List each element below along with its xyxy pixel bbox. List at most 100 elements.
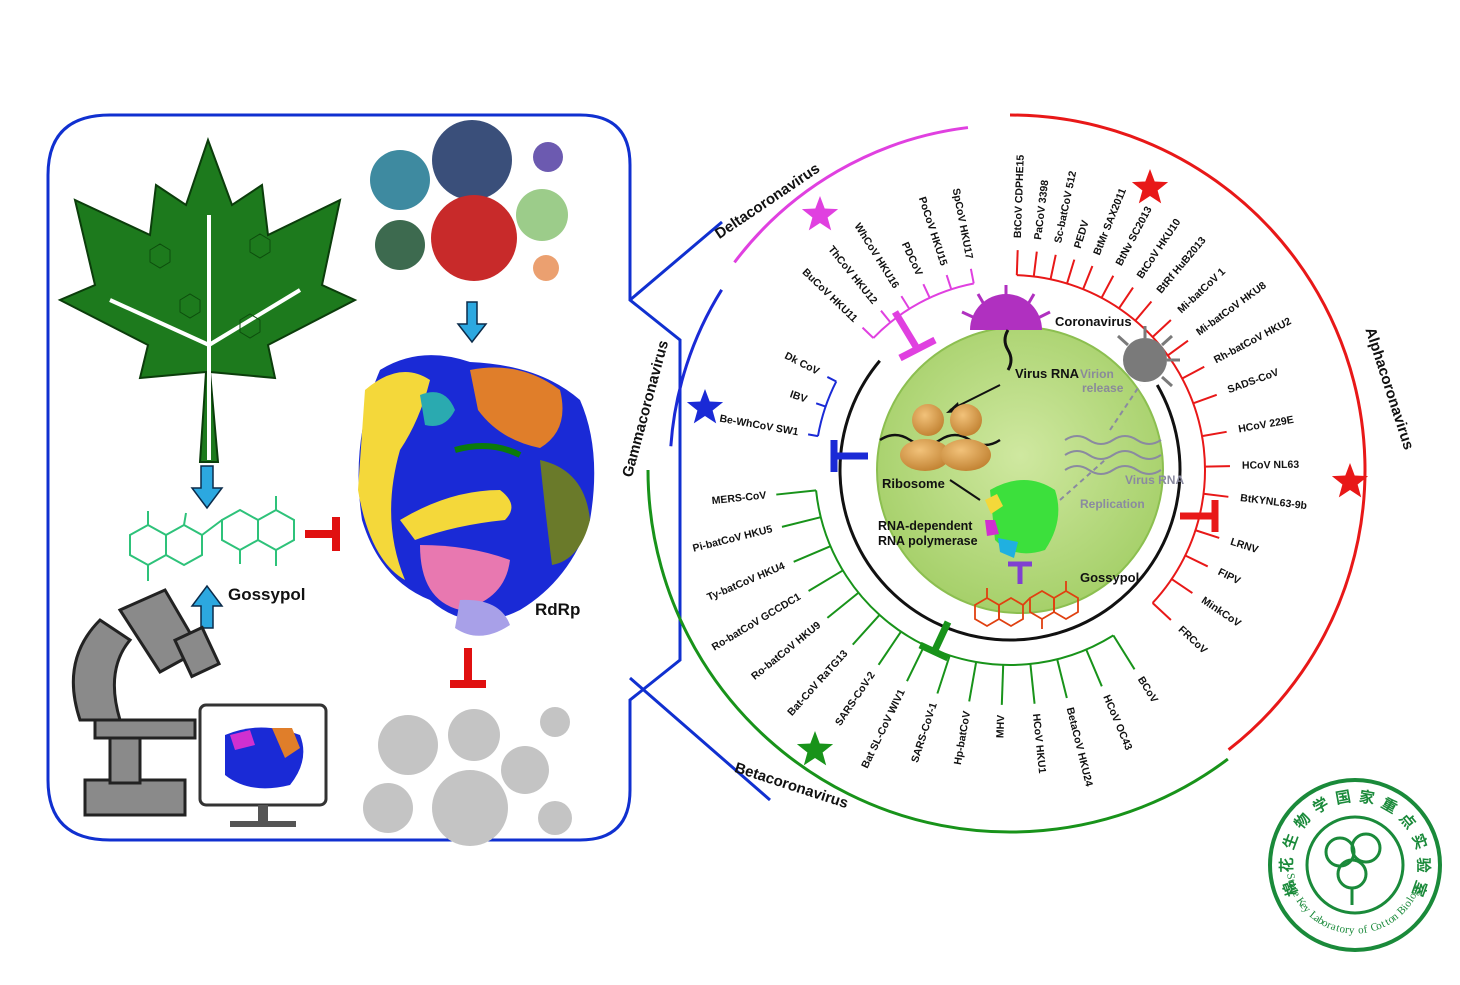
leaf-branch bbox=[1192, 393, 1218, 405]
leaf-label: IBV bbox=[788, 388, 808, 405]
logo-english-char: t bbox=[1383, 916, 1392, 928]
leaf-branch bbox=[969, 268, 975, 284]
coronavirus-label: Coronavirus bbox=[1055, 314, 1132, 329]
logo-english-char: o bbox=[1358, 924, 1365, 936]
leaf-branch bbox=[936, 655, 951, 694]
rdrp-small-icon bbox=[985, 480, 1059, 558]
logo-english-char: t bbox=[1288, 886, 1300, 893]
rdrp-label: RdRp bbox=[535, 600, 580, 619]
replication-label: Replication bbox=[1080, 497, 1145, 511]
inactive-virus-cluster-icon bbox=[363, 707, 572, 846]
leaf-label: PDCoV bbox=[899, 240, 925, 277]
leaf-branch bbox=[1066, 259, 1076, 284]
star-icon bbox=[801, 196, 839, 231]
leaf-branch bbox=[880, 310, 892, 323]
logo-english-char: i bbox=[1399, 902, 1410, 912]
star-icon bbox=[1131, 169, 1169, 204]
leaf-label: LRNV bbox=[1229, 536, 1260, 556]
leaf-branch bbox=[877, 631, 902, 666]
logo-english-char: e bbox=[1290, 889, 1303, 899]
leaf-label: Hp-batCoV bbox=[952, 710, 973, 766]
leaf-label: HCoV HKU1 bbox=[1030, 713, 1048, 774]
logo-chinese-char: 验 bbox=[1415, 857, 1433, 873]
leaf-label: MERS-CoV bbox=[711, 489, 767, 507]
logo-english-char: o bbox=[1401, 898, 1414, 910]
arrow-up-icon bbox=[190, 584, 224, 629]
leaf-branch bbox=[1085, 649, 1103, 687]
dashed-arrow-icon bbox=[1059, 384, 1141, 501]
inhibitor-icon bbox=[450, 648, 486, 688]
cotton-boll-icon bbox=[1324, 832, 1382, 905]
coronavirus-icon bbox=[961, 285, 1051, 371]
rna-strands-icon bbox=[1064, 435, 1162, 475]
leaf-branch bbox=[900, 295, 911, 310]
logo-chinese-char: 国 bbox=[1334, 787, 1352, 807]
gossypol-structure-icon bbox=[129, 496, 295, 581]
virus-lifecycle-cell: Coronavirus Virus RNA Virion release bbox=[876, 285, 1184, 629]
leaf-branch bbox=[1151, 319, 1172, 338]
clade-arc bbox=[872, 282, 974, 339]
logo-english-char: o bbox=[1386, 913, 1398, 926]
gossypol-small-icon bbox=[974, 581, 1079, 629]
genus-arc-delta bbox=[733, 126, 969, 264]
leaf-label: BtCoV CDPHE15 bbox=[1012, 154, 1027, 238]
leaf-label: Pi-batCoV HKU5 bbox=[692, 523, 774, 554]
connector-top bbox=[629, 220, 723, 302]
logo-english-char: o bbox=[1320, 917, 1331, 930]
virus-cluster-icon bbox=[370, 120, 568, 281]
clade-arc bbox=[816, 381, 838, 437]
leaf-branch bbox=[906, 644, 926, 682]
leaf-branch bbox=[815, 402, 826, 408]
logo-english-char: e bbox=[1297, 900, 1310, 911]
virus-rna-mid-label: Virus RNA bbox=[1125, 473, 1184, 487]
genus-arcs bbox=[646, 113, 1367, 834]
leaf-branch bbox=[922, 283, 931, 299]
star-icon bbox=[796, 731, 834, 766]
leaf-label: BtKYNL63-9b bbox=[1240, 492, 1308, 512]
arrow-down-icon bbox=[456, 301, 488, 344]
leaf-label: PoCoV HKU15 bbox=[916, 195, 950, 267]
leaf-label: FIPV bbox=[1216, 566, 1242, 587]
leaf-lines bbox=[776, 250, 1230, 705]
tree-backbone bbox=[838, 359, 1182, 642]
logo-chinese-char: 花 bbox=[1278, 857, 1296, 872]
leaf-label: SADS-CoV bbox=[1226, 366, 1281, 396]
genus-arc-alpha bbox=[1009, 113, 1367, 751]
inhibitor-icon bbox=[918, 620, 952, 662]
leaf-label: Rh-batCoV HKU2 bbox=[1212, 315, 1293, 366]
leaf-label: Dk CoV bbox=[783, 350, 822, 378]
rdrp-line2-label: RNA polymerase bbox=[878, 534, 978, 548]
leaf-label: Be-WhCoV SW1 bbox=[719, 413, 800, 439]
clade-arc bbox=[1016, 274, 1206, 604]
leaf-branch bbox=[776, 489, 817, 496]
left-panel: Gossypol RdRp bbox=[46, 113, 771, 846]
leaf-label: HCoV OC43 bbox=[1100, 693, 1134, 752]
release-label: release bbox=[1082, 381, 1124, 395]
logo-english-char: r bbox=[1325, 919, 1333, 932]
monitor-icon bbox=[198, 703, 328, 827]
logo-english-char: f bbox=[1363, 923, 1369, 935]
logo-chinese-char: 棉 bbox=[1280, 878, 1302, 898]
leaf-branch bbox=[1181, 365, 1205, 380]
logo-english-char: o bbox=[1339, 923, 1347, 936]
logo-chinese-char: 生 bbox=[1280, 831, 1302, 851]
logo-english-char: y bbox=[1349, 924, 1356, 936]
leaf-label: MinkCoV bbox=[1199, 595, 1243, 630]
inhibitor-icon bbox=[305, 517, 340, 551]
star-icon bbox=[1331, 463, 1369, 498]
inhibitor-icon bbox=[1180, 500, 1219, 532]
logo-english-char: S bbox=[1284, 872, 1297, 880]
logo-english-char: o bbox=[1374, 919, 1384, 932]
leaf-branch bbox=[1112, 634, 1136, 670]
leaf-branch bbox=[1134, 300, 1153, 322]
logo-english-char: a bbox=[1312, 912, 1323, 925]
logo-english-char: C bbox=[1369, 921, 1380, 935]
arrow-down-icon bbox=[190, 465, 224, 510]
phylogenetic-tree: AlphacoronavirusBetacoronavirusGammacoro… bbox=[619, 113, 1417, 834]
leaf-branch bbox=[1000, 664, 1005, 705]
leaf-label: HCoV 229E bbox=[1237, 414, 1294, 436]
leaf-label: HCoV NL63 bbox=[1242, 459, 1300, 472]
leaf-label: BetaCoV HKU24 bbox=[1064, 706, 1095, 788]
